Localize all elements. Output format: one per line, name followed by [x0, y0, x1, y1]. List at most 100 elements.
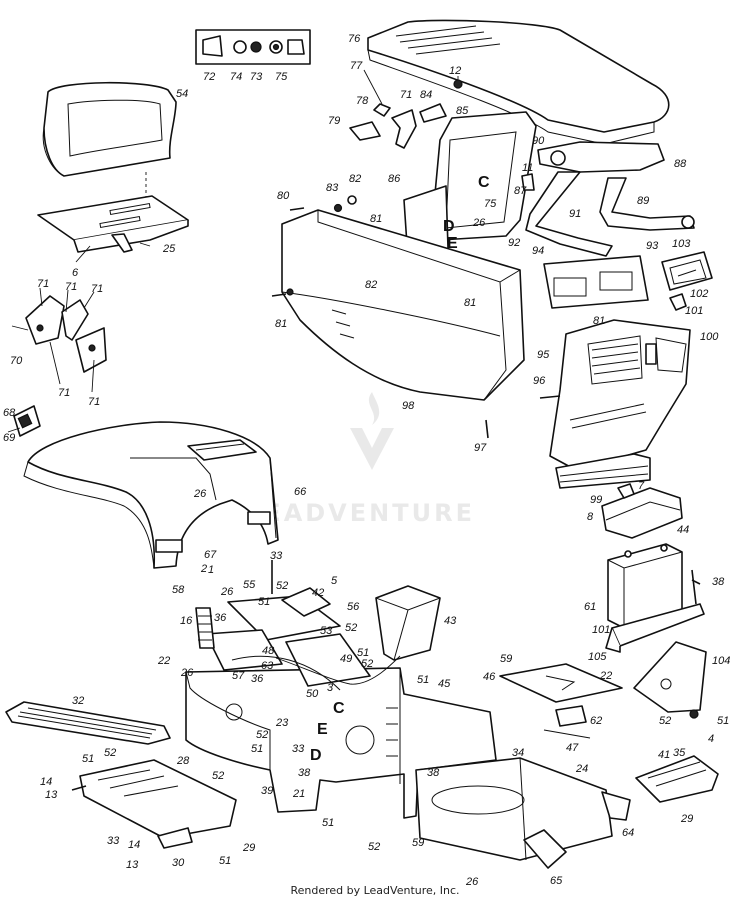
callout-79: 79	[328, 115, 340, 127]
callout-45: 45	[438, 678, 451, 690]
callout-71: 71	[91, 283, 103, 295]
callout-39: 39	[261, 785, 273, 797]
callout-26: 26	[193, 488, 207, 500]
callout-102: 102	[690, 288, 708, 300]
callout-71: 71	[58, 387, 70, 399]
callout-63: 63	[261, 660, 274, 672]
callout-91: 91	[569, 208, 581, 220]
callout-1: 1	[208, 564, 214, 576]
callout-61: 61	[584, 601, 596, 613]
main-frame-34	[185, 667, 631, 869]
cup-holder-43	[375, 585, 441, 661]
bolt-38	[691, 579, 701, 585]
callout-77: 77	[350, 60, 363, 72]
callout-28: 28	[176, 755, 190, 767]
callout-5: 5	[331, 575, 338, 587]
callout-55: 55	[243, 579, 256, 591]
callout-4: 4	[708, 733, 714, 745]
callout-44: 44	[677, 524, 689, 536]
fasteners-96-97	[271, 293, 561, 439]
step-plate-29	[635, 755, 719, 803]
callout-34: 34	[512, 747, 524, 759]
callout-36: 36	[214, 612, 227, 624]
callout-87: 87	[514, 185, 527, 197]
callout-104: 104	[712, 655, 730, 667]
callout-83: 83	[326, 182, 339, 194]
callout-71: 71	[400, 89, 412, 101]
callout-73: 73	[250, 71, 263, 83]
callout-76: 76	[348, 33, 361, 45]
section-letter-d: D	[443, 218, 455, 235]
callout-26: 26	[472, 217, 486, 229]
switch-assembly-71	[11, 287, 107, 393]
callout-49: 49	[340, 653, 352, 665]
footer-credit: Rendered by LeadVenture, Inc.	[290, 884, 460, 897]
callout-26: 26	[465, 876, 479, 888]
callout-89: 89	[637, 195, 649, 207]
callout-65: 65	[550, 875, 563, 887]
callout-13: 13	[45, 789, 58, 801]
bracket-104	[633, 641, 707, 719]
callout-105: 105	[588, 651, 607, 663]
hood-brackets-77-84	[349, 69, 447, 149]
callout-38: 38	[427, 767, 440, 779]
callout-88: 88	[674, 158, 687, 170]
callout-71: 71	[65, 281, 77, 293]
callout-72: 72	[203, 71, 215, 83]
callout-57: 57	[232, 670, 245, 682]
callout-21: 21	[292, 788, 305, 800]
callout-51: 51	[717, 715, 729, 727]
callout-67: 67	[204, 549, 217, 561]
callout-51: 51	[417, 674, 429, 686]
callout-51: 51	[322, 817, 334, 829]
callout-12: 12	[449, 65, 461, 77]
dash-assembly-53	[195, 587, 401, 691]
seat-54	[42, 81, 177, 177]
callout-25: 25	[162, 243, 176, 255]
callout-51: 51	[357, 647, 369, 659]
fender-66	[23, 421, 279, 569]
callout-90: 90	[532, 135, 545, 147]
callout-52: 52	[361, 658, 373, 670]
support-bracket-88-91	[521, 141, 695, 257]
callout-41: 41	[658, 749, 670, 761]
callout-52: 52	[345, 622, 357, 634]
callout-75: 75	[275, 71, 288, 83]
callout-11: 11	[522, 162, 533, 174]
running-board-29	[71, 759, 237, 849]
headlight-103	[661, 251, 713, 311]
callout-13: 13	[126, 859, 139, 871]
callout-75: 75	[484, 198, 497, 210]
callout-100: 100	[700, 331, 719, 343]
callout-8: 8	[587, 511, 594, 523]
callout-82: 82	[365, 279, 377, 291]
callout-46: 46	[483, 671, 496, 683]
callout-85: 85	[456, 105, 469, 117]
callout-33: 33	[270, 550, 283, 562]
callout-35: 35	[673, 747, 686, 759]
callout-82: 82	[349, 173, 361, 185]
hood-top-76	[367, 19, 670, 145]
callout-42: 42	[312, 587, 324, 599]
callout-71: 71	[88, 396, 100, 408]
callout-81: 81	[370, 213, 382, 225]
seat-plate-6	[37, 195, 189, 253]
callout-51: 51	[251, 743, 263, 755]
callout-59: 59	[412, 837, 424, 849]
callout-92: 92	[508, 237, 520, 249]
section-letter-c: C	[333, 700, 345, 717]
callout-43: 43	[444, 615, 457, 627]
callout-68: 68	[3, 407, 16, 419]
callout-38: 38	[298, 767, 311, 779]
callout-26: 26	[180, 667, 194, 679]
callout-38: 38	[712, 576, 725, 588]
callout-36: 36	[251, 673, 264, 685]
light-68	[7, 405, 41, 437]
callout-81: 81	[464, 297, 476, 309]
callout-93: 93	[646, 240, 659, 252]
hardware-kit-72-75	[195, 29, 311, 65]
callout-81: 81	[275, 318, 287, 330]
